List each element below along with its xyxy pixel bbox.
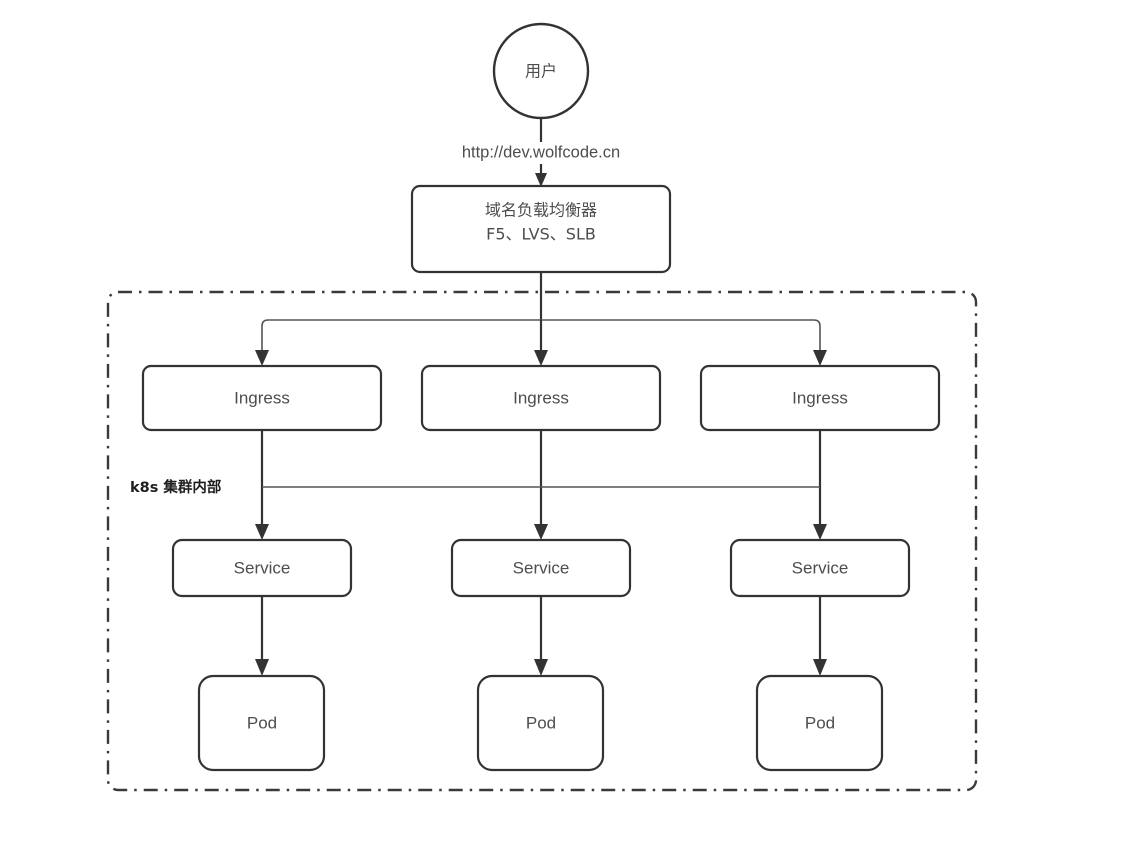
service-node-1-label: Service [234, 558, 291, 577]
arrow-head-to-ingress-2 [534, 350, 548, 366]
service-node-3-label: Service [792, 558, 849, 577]
arrow-head-to-pod-2 [534, 659, 548, 676]
load-balancer-label-line2: F5、LVS、SLB [486, 225, 596, 244]
arrow-head-to-ingress-1 [255, 350, 269, 366]
url-label-backdrop [438, 142, 644, 164]
k8s-cluster-label: k8s 集群内部 [130, 478, 222, 496]
arrow-head-user-to-loadbalancer [535, 173, 547, 187]
arrow-head-to-pod-1 [255, 659, 269, 676]
pod-node-1-label: Pod [247, 713, 277, 732]
cluster-label-backdrop [126, 476, 250, 498]
pod-node-2-label: Pod [526, 713, 556, 732]
pod-node-3-label: Pod [805, 713, 835, 732]
arrow-head-to-pod-3 [813, 659, 827, 676]
arrow-head-to-ingress-3 [813, 350, 827, 366]
ingress-node-1-label: Ingress [234, 388, 290, 407]
pod-node-1[interactable] [197, 674, 326, 772]
arrow-head-to-service-3 [813, 524, 827, 540]
user-node-label: 用户 [525, 62, 557, 81]
k8s-cluster-boundary [106, 290, 978, 792]
ingress-node-2-label: Ingress [513, 388, 569, 407]
arrow-head-to-service-2 [534, 524, 548, 540]
pod-node-2[interactable] [476, 674, 605, 772]
ingress-node-3-label: Ingress [792, 388, 848, 407]
load-balancer-label-line1: 域名负载均衡器 [485, 201, 597, 220]
pod-node-3[interactable] [755, 674, 884, 772]
url-edge-label: http://dev.wolfcode.cn [462, 143, 620, 161]
service-node-2-label: Service [513, 558, 570, 577]
arrow-head-to-service-1 [255, 524, 269, 540]
